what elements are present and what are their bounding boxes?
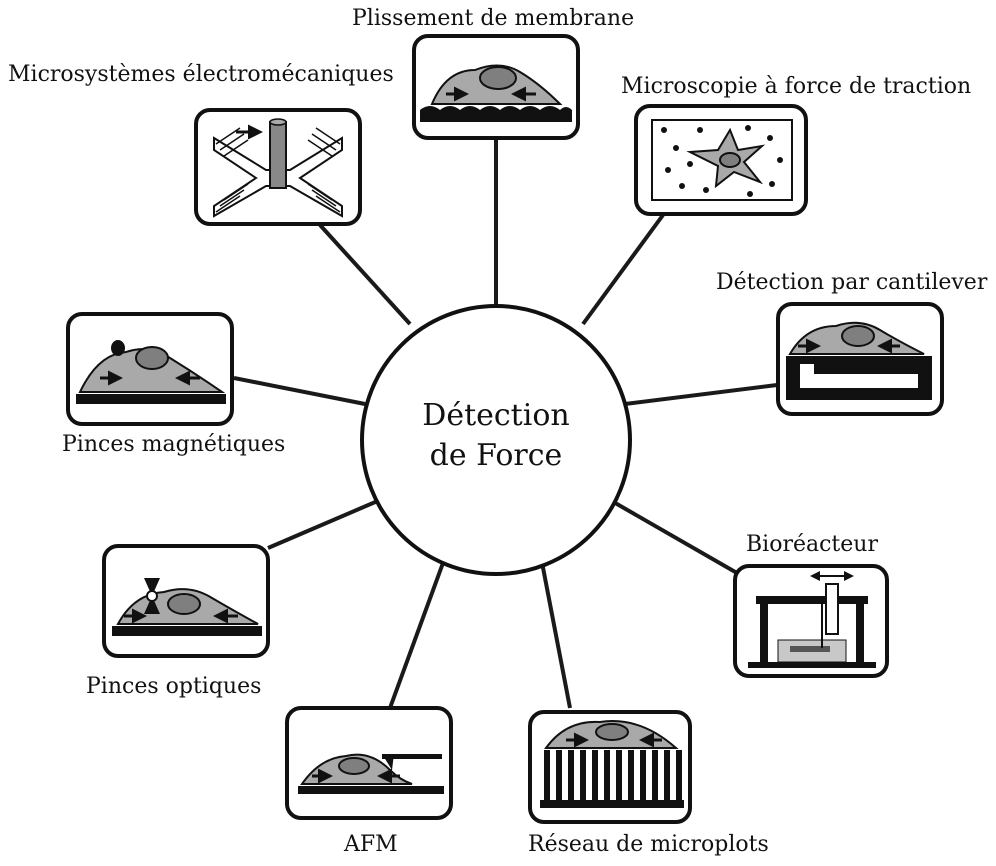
label-afm: AFM	[344, 832, 398, 857]
traction-force-microscopy-icon	[634, 104, 808, 216]
connector-afm	[388, 551, 449, 709]
micropillar-array-icon	[528, 710, 692, 824]
connector-magnetic	[233, 376, 366, 406]
label-optical-tweezers: Pinces optiques	[86, 674, 262, 699]
center-label: Détection de Force	[365, 396, 627, 476]
magnetic-tweezers-icon	[66, 312, 234, 426]
bioreactor-icon	[733, 564, 889, 678]
connector-micropillar	[538, 551, 572, 709]
label-bioreactor: Bioréacteur	[746, 532, 878, 557]
center-label-line1: Détection	[422, 398, 570, 433]
label-magnetic-tweezers: Pinces magnétiques	[62, 432, 286, 457]
label-traction-force-microscopy: Microscopie à force de traction	[621, 74, 972, 99]
cantilever-icon	[776, 302, 944, 416]
mems-icon	[194, 108, 362, 226]
connectors	[233, 132, 778, 709]
membrane-wrinkling-icon	[412, 34, 580, 140]
optical-tweezers-icon	[102, 544, 270, 658]
center-circle	[360, 304, 632, 576]
connector-mems	[318, 223, 412, 326]
label-membrane-wrinkling: Plissement de membrane	[352, 6, 635, 31]
connector-cantilever	[624, 383, 778, 406]
connector-bioreactor	[609, 498, 738, 575]
center-label-line2: de Force	[429, 438, 563, 473]
label-mems: Microsystèmes électromécaniques	[8, 62, 394, 87]
label-micropillar-array: Réseau de microplots	[528, 832, 769, 857]
connector-traction	[581, 213, 665, 326]
connector-optical	[267, 498, 381, 550]
afm-icon	[285, 706, 453, 820]
label-cantilever-sensing: Détection par cantilever	[716, 270, 988, 295]
